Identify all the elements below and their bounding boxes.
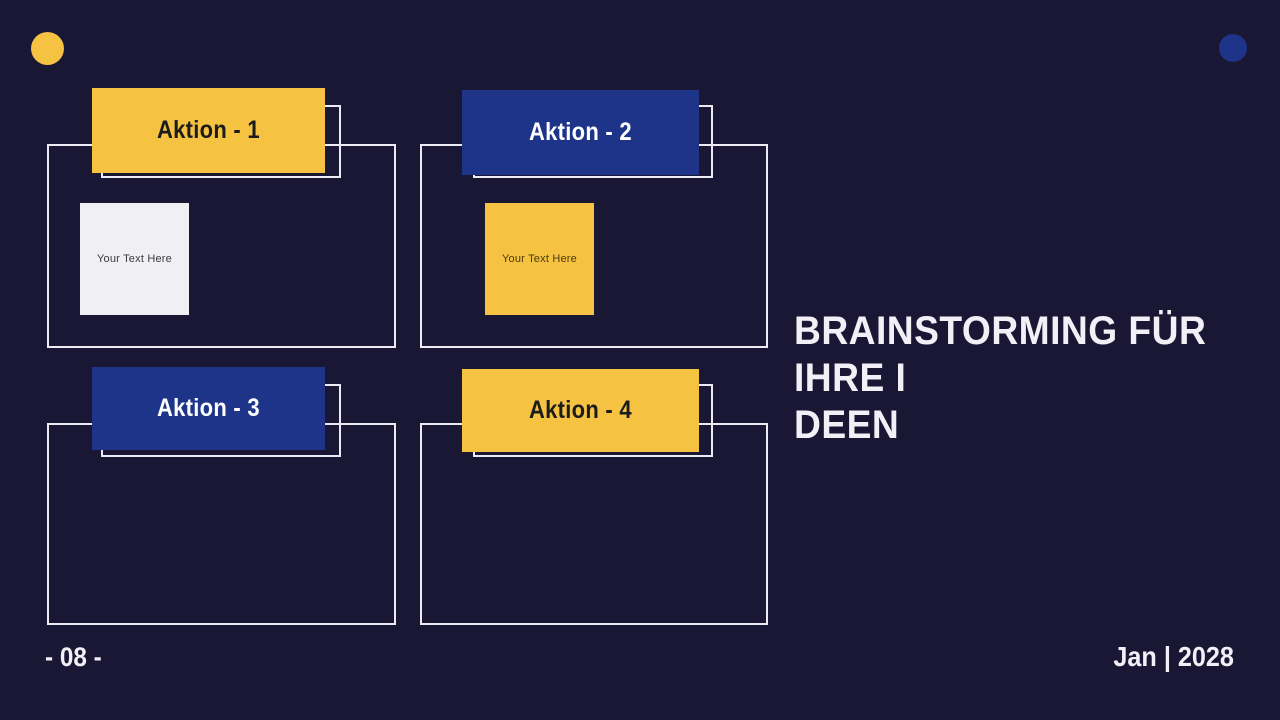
panel-content-label: Your Text Here (97, 253, 172, 265)
panel-header-3[interactable]: Aktion - 3 (92, 367, 325, 450)
panel-header-4[interactable]: Aktion - 4 (462, 369, 699, 452)
page-number: - 08 - (45, 642, 102, 672)
panel-content-label: Your Text Here (502, 253, 577, 265)
panel-content-box-1[interactable]: Your Text Here (80, 203, 189, 315)
panel-header-label: Aktion - 2 (529, 118, 632, 146)
blue-circle-icon (1219, 34, 1247, 62)
slide-date: Jan | 2028 (1113, 641, 1234, 672)
slide-title: BRAINSTORMING FÜR IHRE I DEEN (794, 308, 1231, 449)
panel-header-label: Aktion - 1 (157, 116, 260, 144)
slide-title-line-2: DEEN (794, 403, 900, 447)
panel-header-2[interactable]: Aktion - 2 (462, 90, 699, 175)
yellow-circle-icon (31, 32, 64, 65)
slide-title-line-1: BRAINSTORMING FÜR IHRE I (794, 309, 1207, 400)
panel-content-box-2[interactable]: Your Text Here (485, 203, 594, 315)
panel-header-label: Aktion - 3 (157, 394, 260, 422)
panel-header-1[interactable]: Aktion - 1 (92, 88, 325, 173)
panel-header-label: Aktion - 4 (529, 396, 632, 424)
